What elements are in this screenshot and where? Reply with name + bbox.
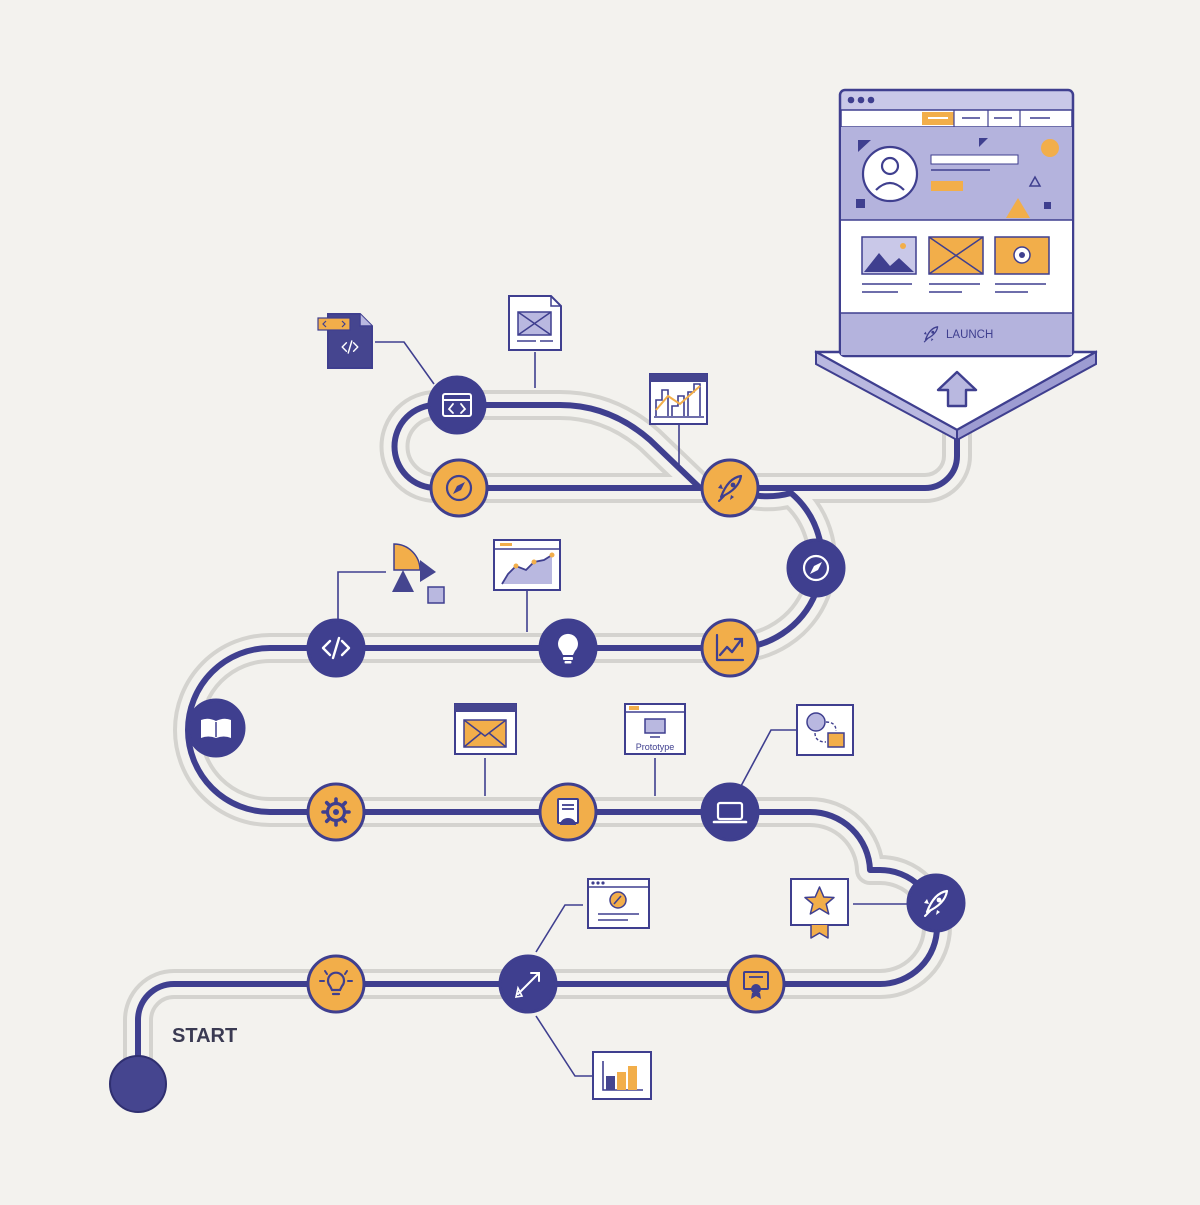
launch-website-window: LAUNCH	[838, 88, 1075, 358]
analytics-card	[649, 373, 708, 425]
book-icon	[200, 717, 232, 739]
window-dot-icon	[857, 96, 865, 104]
line-chart-browser-card	[493, 539, 561, 591]
up-arrow-icon	[936, 370, 978, 408]
milestones	[186, 375, 966, 1014]
milestone-growth	[700, 618, 760, 678]
email-browser-card	[454, 703, 517, 755]
start-node	[109, 1055, 167, 1113]
award-card	[790, 878, 849, 939]
milestone-insight	[538, 618, 598, 678]
flow-card	[796, 704, 854, 756]
window-dot-icon	[847, 96, 855, 104]
milestone-compass	[429, 458, 489, 518]
milestone-rocket-lower	[906, 873, 966, 933]
launch-label: LAUNCH	[946, 329, 993, 341]
milestone-document	[538, 782, 598, 842]
monitor-icon	[644, 718, 666, 734]
star-icon	[804, 886, 835, 915]
launch-platform	[814, 350, 1098, 442]
ribbon-icon	[810, 925, 829, 939]
milestone-settings	[306, 782, 366, 842]
milestone-code	[306, 618, 366, 678]
milestone-navigation	[786, 538, 846, 598]
gear-icon	[321, 797, 351, 827]
geometric-shapes-card	[392, 543, 445, 604]
bar-chart-card	[592, 1051, 652, 1100]
window-dot-icon	[867, 96, 875, 104]
milestone-browser-code	[427, 375, 487, 435]
connector-lines	[337, 341, 907, 1077]
document-icon	[557, 798, 579, 826]
code-file-card	[317, 313, 373, 369]
start-label: START	[172, 1025, 237, 1047]
prototype-label: Prototype	[636, 742, 675, 752]
prototype-card: Prototype	[624, 703, 686, 755]
milestone-certificate	[726, 954, 786, 1014]
milestone-rocket-upper	[700, 458, 760, 518]
design-browser-card	[587, 878, 650, 929]
milestone-laptop	[700, 782, 760, 842]
milestone-idea	[306, 954, 366, 1014]
milestone-strategy	[498, 954, 558, 1014]
wireframe-document-card	[508, 295, 562, 351]
milestone-research	[186, 698, 246, 758]
